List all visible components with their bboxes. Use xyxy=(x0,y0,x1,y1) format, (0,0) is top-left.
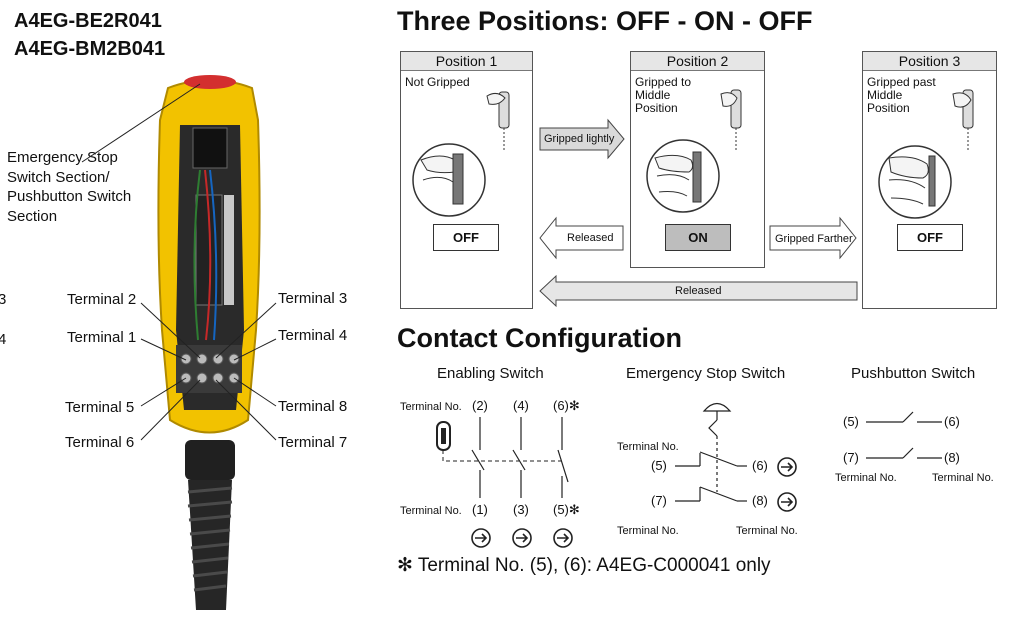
footnote: ✻ Terminal No. (5), (6): A4EG-C000041 on… xyxy=(397,555,771,576)
estop-terminal-8: (8) xyxy=(752,493,768,508)
pushbutton-terminal-no-left: Terminal No. xyxy=(835,472,897,484)
pushbutton-terminal-7: (7) xyxy=(843,450,859,465)
position-2-state: ON xyxy=(665,224,731,251)
estop-terminal-7: (7) xyxy=(651,493,667,508)
position-3-desc: Gripped past Middle Position xyxy=(867,75,936,115)
terminal-5-label: Terminal 5 xyxy=(65,399,135,416)
enabling-switch-title: Enabling Switch xyxy=(437,365,544,382)
contact-configuration-heading: Contact Configuration xyxy=(397,323,682,353)
arrow-gripped-lightly xyxy=(539,118,625,160)
estop-terminal-6: (6) xyxy=(752,458,768,473)
enabling-bottom-3: (3) xyxy=(513,502,529,517)
pushbutton-terminal-5: (5) xyxy=(843,414,859,429)
enabling-terminal-no-bottom: Terminal No. xyxy=(400,505,462,517)
enabling-terminal-no-top: Terminal No. xyxy=(400,401,462,413)
position-2-title: Position 2 xyxy=(631,52,764,71)
pushbutton-switch-title: Pushbutton Switch xyxy=(851,365,976,382)
section-label: Emergency Stop Switch Section/ Pushbutto… xyxy=(7,149,132,225)
model-name-1: A4EG-BE2R041 xyxy=(14,10,162,32)
enabling-switch-device-illustration xyxy=(81,75,277,610)
cropped-label-4: 4 xyxy=(0,331,7,348)
estop-terminal-no-left: Terminal No. xyxy=(617,441,679,453)
estop-direction-icons xyxy=(777,457,797,512)
position-1-state: OFF xyxy=(433,224,499,251)
arrow-released-1 xyxy=(539,216,624,260)
three-positions-heading: Three Positions: OFF - ON - OFF xyxy=(397,6,813,36)
pushbutton-terminal-6: (6) xyxy=(944,414,960,429)
position-3-state: OFF xyxy=(897,224,963,251)
enabling-bottom-1: (1) xyxy=(472,502,488,517)
estop-terminal-5: (5) xyxy=(651,458,667,473)
terminal-1-label: Terminal 1 xyxy=(67,329,137,346)
hand-middle-grip-icon xyxy=(646,89,742,213)
enabling-top-4: (4) xyxy=(513,398,529,413)
arrow-released-2 xyxy=(539,274,858,308)
terminal-3-label: Terminal 3 xyxy=(278,290,348,307)
pushbutton-terminal-8: (8) xyxy=(944,450,960,465)
position-3-panel: Position 3 Gripped past Middle Position … xyxy=(862,51,997,309)
model-name-2: A4EG-BM2B041 xyxy=(14,38,166,60)
gripped-lightly-label: Gripped lightly xyxy=(544,133,615,145)
enabling-top-6: (6)✻ xyxy=(553,398,580,413)
position-2-panel: Position 2 Gripped to Middle Position ON xyxy=(630,51,765,268)
terminal-8-label: Terminal 8 xyxy=(278,398,348,415)
terminal-2-label: Terminal 2 xyxy=(67,291,137,308)
arrow-gripped-farther xyxy=(769,216,857,260)
cable-boot xyxy=(185,440,235,610)
position-1-desc: Not Gripped xyxy=(405,75,470,89)
terminal-7-label: Terminal 7 xyxy=(278,434,348,451)
enabling-top-2: (2) xyxy=(472,398,488,413)
position-1-panel: Position 1 Not Gripped OFF xyxy=(400,51,533,309)
position-2-desc: Gripped to Middle Position xyxy=(635,75,692,115)
enabling-direction-icons xyxy=(471,528,573,548)
estop-switch-title: Emergency Stop Switch xyxy=(626,365,786,382)
hand-not-gripped-icon xyxy=(412,91,510,217)
estop-mushroom-icon xyxy=(702,402,732,412)
pushbutton-terminal-no-right: Terminal No. xyxy=(932,472,994,484)
terminal-6-label: Terminal 6 xyxy=(65,434,135,451)
released-label-2: Released xyxy=(675,285,722,297)
position-1-title: Position 1 xyxy=(401,52,532,71)
estop-terminal-no-bottom-left: Terminal No. xyxy=(617,525,679,537)
estop-terminal-no-bottom-right: Terminal No. xyxy=(736,525,798,537)
cropped-label-3: 3 xyxy=(0,291,7,308)
terminal-4-label: Terminal 4 xyxy=(278,327,348,344)
hand-full-grip-icon xyxy=(878,89,974,219)
released-label-1: Released xyxy=(567,232,614,244)
position-3-title: Position 3 xyxy=(863,52,996,71)
enabling-bottom-5: (5)✻ xyxy=(553,502,580,517)
gripped-farther-label: Gripped Farther xyxy=(775,233,853,245)
